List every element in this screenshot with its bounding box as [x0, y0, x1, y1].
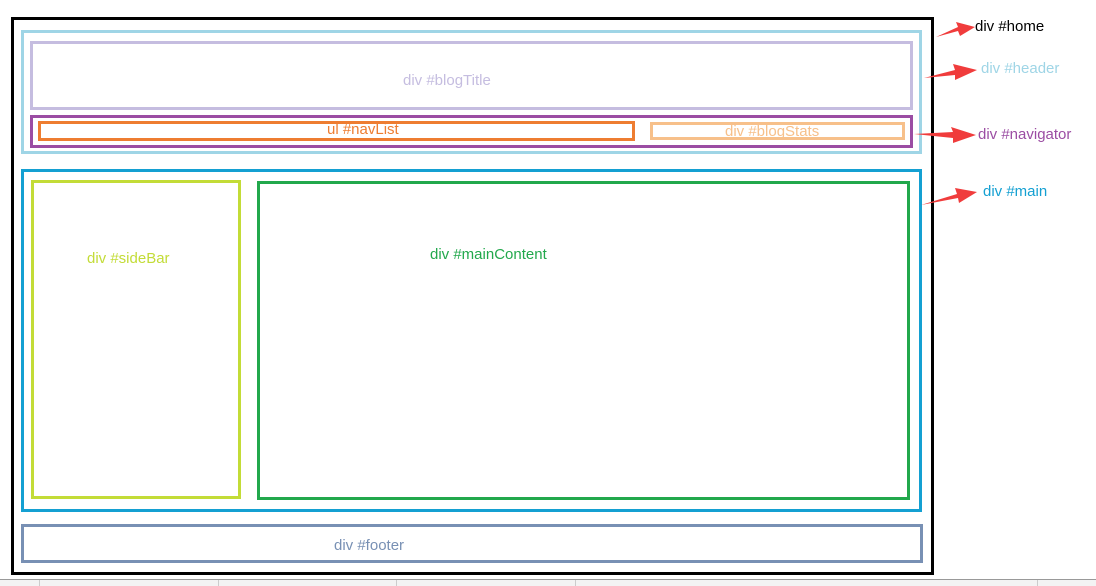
footer-label: div #footer	[334, 537, 405, 554]
arrow-main	[921, 188, 977, 205]
arrow-navigator	[914, 127, 976, 143]
navigator-box	[30, 115, 913, 148]
blog-stats-box	[650, 122, 905, 140]
sidebar-label: div #sideBar	[87, 250, 170, 267]
main-content-box	[257, 181, 910, 500]
footer-box	[21, 524, 923, 563]
blog-stats-label: div #blogStats	[725, 123, 820, 140]
nav-list-box	[38, 121, 635, 141]
home-box	[11, 17, 934, 575]
header-box	[21, 30, 922, 154]
blog-title-box	[30, 41, 913, 110]
bottom-strip	[0, 579, 1096, 586]
home-label: div #home	[975, 18, 1045, 35]
navigator-label: div #navigator	[978, 126, 1072, 143]
main-label: div #main	[983, 183, 1048, 200]
header-label: div #header	[981, 60, 1060, 77]
arrow-home	[936, 22, 975, 37]
sidebar-box	[31, 180, 241, 499]
main-box	[21, 169, 922, 512]
main-content-label: div #mainContent	[430, 246, 547, 263]
nav-list-label: ul #navList	[327, 121, 399, 138]
blog-title-label: div #blogTitle	[403, 72, 491, 89]
arrow-header	[924, 64, 977, 80]
